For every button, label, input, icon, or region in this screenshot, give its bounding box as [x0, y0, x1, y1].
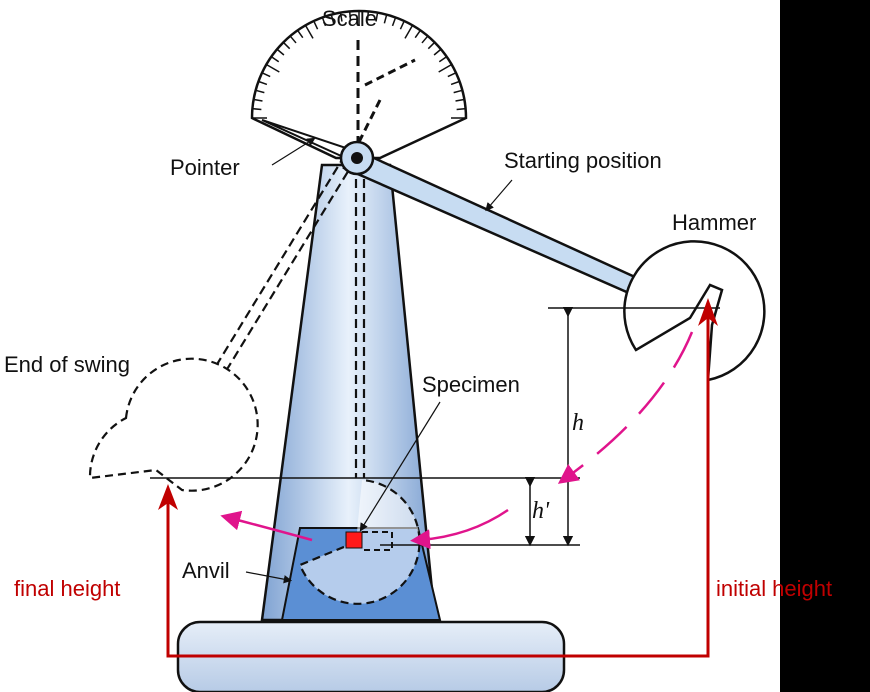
- scale-tick: [313, 21, 319, 30]
- hammer-label: Hammer: [672, 210, 756, 235]
- end-swing-hammer: [88, 357, 259, 492]
- scale-tick: [271, 56, 280, 63]
- anvil-label: Anvil: [182, 558, 230, 583]
- scale-tick: [414, 30, 421, 39]
- black-margin: [780, 0, 870, 692]
- scale-tick: [391, 18, 396, 27]
- scale-tick: [383, 15, 388, 24]
- h-label: h: [572, 410, 584, 436]
- scale-label: Scale: [322, 6, 377, 31]
- initial-height-arrowhead: [698, 298, 718, 326]
- height-word: height: [772, 576, 832, 601]
- scale-tick: [305, 25, 314, 39]
- specimen-label: Specimen: [422, 372, 520, 397]
- scale-tick: [290, 36, 297, 44]
- scale-tick: [375, 13, 379, 22]
- scale-tick: [438, 64, 452, 73]
- scale-tick: [455, 98, 464, 102]
- initial-word: initial: [716, 576, 766, 601]
- scale-tick: [283, 42, 291, 50]
- scale-tick: [427, 42, 435, 50]
- hammer-start: [623, 240, 766, 382]
- scale-tick: [453, 89, 462, 94]
- scale-ticks: [253, 12, 465, 119]
- final-height-label: final height: [14, 576, 120, 601]
- swing-arc-right: [557, 331, 694, 484]
- scale-dial: [250, 9, 468, 160]
- scale-tick: [450, 81, 459, 86]
- scale-tick: [399, 21, 405, 30]
- scale-tick: [456, 108, 465, 111]
- scale-tick: [297, 30, 304, 39]
- scale-tick: [256, 89, 265, 94]
- scale-tick: [330, 15, 335, 24]
- h-prime-label: h': [532, 498, 550, 524]
- scale-tick: [277, 49, 285, 56]
- scale-tick: [266, 64, 280, 73]
- scale-tick: [404, 25, 413, 39]
- final-height-arrowhead: [158, 484, 178, 510]
- scale-tick: [433, 49, 441, 56]
- starting-position-label: Starting position: [504, 148, 662, 173]
- scale-tick: [349, 12, 352, 21]
- height-path-line: [166, 302, 710, 658]
- specimen-block: [345, 531, 363, 549]
- scale-tick: [366, 12, 369, 21]
- scale-tick: [339, 13, 343, 22]
- swing-arc-left: [220, 510, 313, 542]
- scale-tick: [262, 72, 271, 78]
- scale-tick: [254, 98, 263, 102]
- end-of-swing-label: End of swing: [4, 352, 130, 377]
- scale-tick: [259, 81, 268, 86]
- scale-tick: [322, 18, 327, 27]
- scale-tick: [438, 56, 447, 63]
- scale-tick: [253, 108, 262, 111]
- scale-tick: [447, 72, 456, 78]
- scale-tick: [421, 36, 428, 44]
- swing-arc-mid: [410, 508, 509, 550]
- pointer-label: Pointer: [170, 155, 240, 180]
